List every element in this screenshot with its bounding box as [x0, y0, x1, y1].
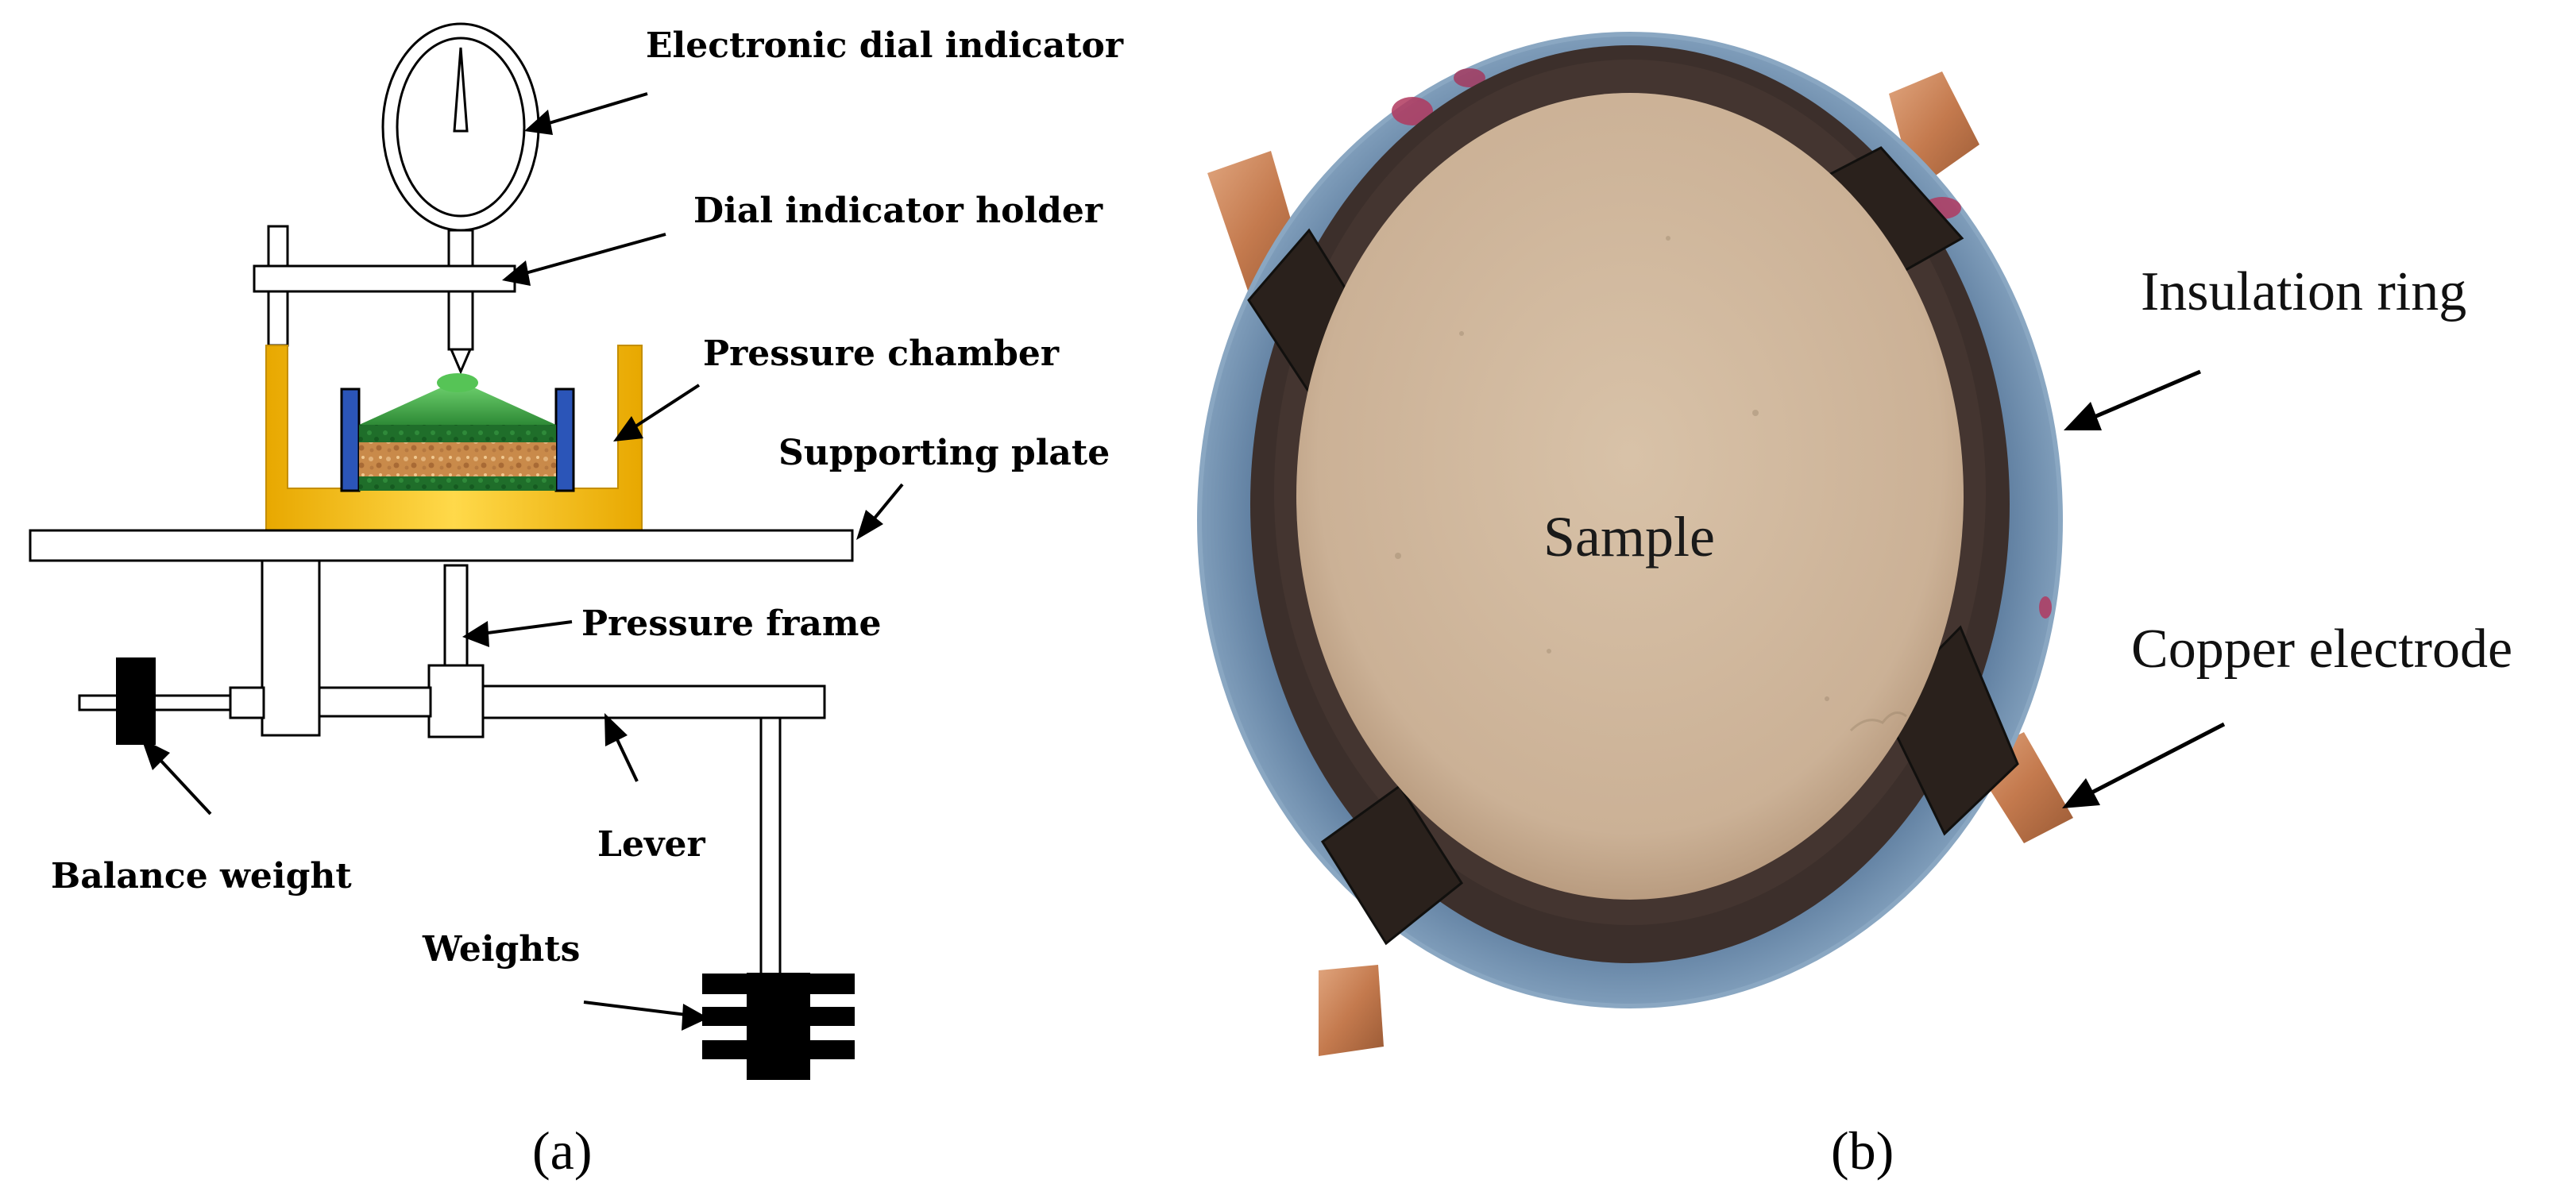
sample-texture: [1395, 236, 1907, 732]
pressure-chamber: [265, 345, 643, 531]
panel-a-apparatus: Electronic dial indicator Dial indicator…: [29, 22, 1124, 1181]
pressure-frame: [427, 564, 485, 738]
label-balance-weight: Balance weight: [51, 856, 352, 896]
label-weights: Weights: [422, 929, 580, 970]
panel-b-photo: Insulation ring Sample Copper electrode …: [1197, 32, 2512, 1181]
label-dial-indicator-holder: Dial indicator holder: [693, 191, 1103, 231]
caption-a: (a): [532, 1120, 592, 1181]
label-insulation-ring: Insulation ring: [2141, 261, 2466, 322]
arrows-panel-a: [141, 92, 904, 1031]
label-supporting-plate: Supporting plate: [778, 433, 1110, 473]
balance-weight-block: [116, 657, 156, 745]
label-copper-electrode: Copper electrode: [2131, 619, 2512, 680]
electronic-dial-indicator: [381, 22, 540, 375]
arrows-panel-b: [2062, 369, 2226, 808]
support-post: [261, 559, 321, 737]
caption-b: (b): [1831, 1120, 1894, 1181]
supporting-plate: [29, 529, 854, 562]
label-electronic-dial-indicator: Electronic dial indicator: [646, 25, 1124, 66]
dial-indicator-holder: [253, 225, 516, 347]
label-pressure-chamber: Pressure chamber: [703, 334, 1060, 374]
sample-surface: [1296, 93, 1964, 900]
label-lever: Lever: [597, 824, 705, 865]
label-pressure-frame: Pressure frame: [581, 603, 881, 644]
label-sample: Sample: [1543, 505, 1715, 569]
weights-stack: [702, 973, 855, 1080]
